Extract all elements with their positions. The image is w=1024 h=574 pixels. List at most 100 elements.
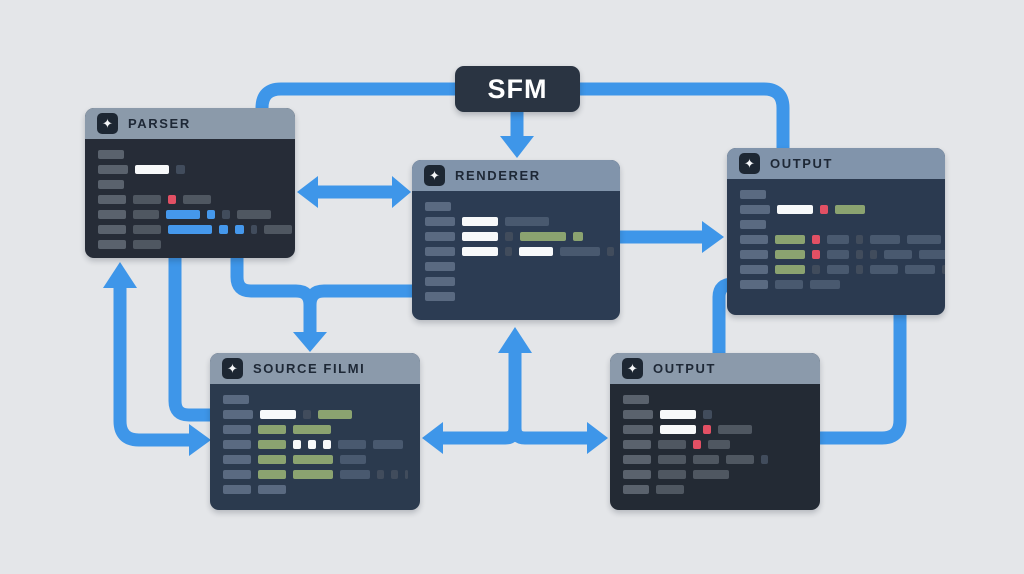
code-bar [623,485,649,494]
code-bar [293,440,301,449]
code-row [98,165,282,174]
code-bar [658,455,686,464]
code-bar [740,250,768,259]
code-bar [573,232,583,241]
code-bar [258,425,286,434]
code-bar [223,395,249,404]
code-bar [258,470,286,479]
code-row [98,180,282,189]
arrowhead-into-parser-right [297,176,318,208]
code-row [740,250,945,259]
code-row [623,395,807,404]
code-block [610,384,820,510]
code-row [623,440,807,449]
code-bar [166,210,200,219]
code-bar [223,425,251,434]
arrowhead-into-renderer-bottom [498,327,532,353]
code-bar [98,225,126,234]
module-box-output-bottom: ✦ OUTPUT [610,353,820,510]
code-row [98,150,282,159]
code-bar [703,425,711,434]
code-bar [462,232,498,241]
code-bar [323,440,331,449]
code-bar [726,455,754,464]
code-bar [133,210,159,219]
module-header-output-bottom: ✦ OUTPUT [610,353,820,384]
code-bar [827,235,849,244]
connector-outputtop-to-outputbottom-right [816,310,907,445]
code-bar [425,262,455,271]
code-bar [623,425,653,434]
code-bar [905,265,935,274]
module-header-output-top: ✦OUTPUT [727,148,945,179]
code-row [98,210,282,219]
code-bar [425,217,455,226]
code-bar [856,265,863,274]
code-bar [870,235,900,244]
code-bar [870,250,877,259]
code-bar [222,210,230,219]
code-bar [340,470,370,479]
module-header-source-film: ✦SOURCE FILMI [210,353,420,384]
code-bar [560,247,600,256]
code-bar [519,247,553,256]
code-bar [183,195,211,204]
code-bar [133,225,161,234]
code-bar [223,485,251,494]
code-bar [223,410,253,419]
code-bar [373,440,403,449]
code-bar [425,292,455,301]
code-block [727,179,945,306]
code-bar [425,232,455,241]
code-bar [425,247,455,256]
code-bar [258,440,286,449]
code-row [223,455,407,464]
code-bar [462,247,498,256]
arrowhead-into-sourcefilm-right [422,422,443,454]
code-bar [607,247,614,256]
module-header-parser: ✦PARSER [85,108,295,139]
code-bar [775,265,805,274]
code-bar [308,440,316,449]
code-bar [505,217,549,226]
code-bar [235,225,244,234]
code-bar [505,247,512,256]
code-bar [835,205,865,214]
code-bar [293,455,333,464]
arrowhead-into-renderer-top [500,136,534,158]
code-bar [391,470,398,479]
code-row [623,455,807,464]
code-row [425,202,607,211]
code-bar [98,150,124,159]
code-bar [168,195,176,204]
diamond-icon: ✦ [622,358,643,379]
sfm-node: SFM [455,66,580,112]
code-row [223,470,408,479]
code-bar [693,440,701,449]
code-row [425,247,614,256]
code-row [223,440,407,449]
code-row [740,265,945,274]
module-box-output-top: ✦OUTPUT [727,148,945,315]
code-bar [856,250,863,259]
arrowhead-into-sourcefilm-left [189,424,211,456]
code-bar [133,195,161,204]
code-bar [810,280,840,289]
module-title: OUTPUT [770,156,834,171]
code-bar [827,250,849,259]
code-row [740,205,932,214]
code-bar [812,265,820,274]
code-bar [223,470,251,479]
code-bar [219,225,228,234]
code-bar [761,455,768,464]
module-header-renderer: ✦RENDERER [412,160,620,191]
code-bar [623,455,651,464]
code-row [623,410,807,419]
code-bar [293,470,333,479]
module-title: OUTPUT [653,361,717,376]
module-title: PARSER [128,116,191,131]
code-bar [812,235,820,244]
code-row [425,217,607,226]
code-bar [340,455,366,464]
